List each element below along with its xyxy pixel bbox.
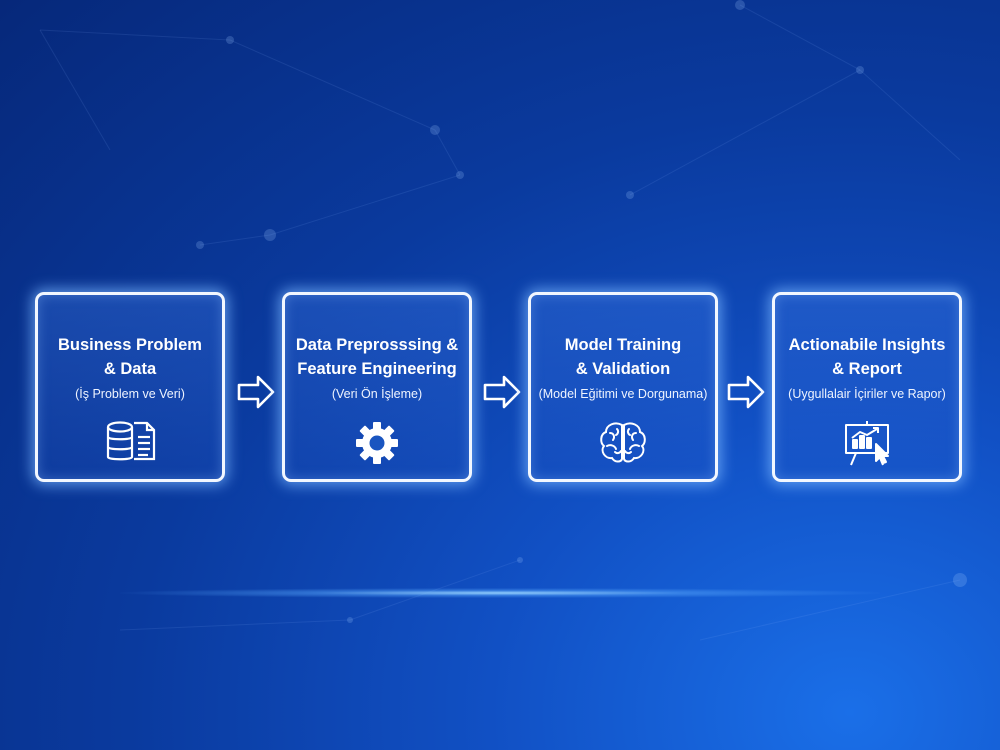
- step-subtitle: (İş Problem ve Veri): [75, 387, 185, 401]
- step-card-business-problem: Business Problem & Data (İş Problem ve V…: [35, 292, 225, 482]
- step-title: Model Training & Validation: [564, 336, 682, 378]
- presentation-chart-icon: [839, 419, 895, 467]
- step-subtitle: (Model Eğitimi ve Dorgunama): [538, 387, 708, 401]
- right-arrow-icon: [237, 375, 275, 409]
- step-card-model-training: Model Training & Validation (Model Eğiti…: [528, 292, 718, 482]
- step-card-actionable-insights: Actionabile Insights & Report (Uygullala…: [772, 292, 962, 482]
- step-title: Business Problem & Data: [58, 336, 202, 378]
- step-title: Actionabile Insights & Report: [788, 336, 946, 378]
- step-subtitle: (Uygullalair İçiriler ve Rapor): [788, 387, 946, 401]
- brain-icon: [595, 419, 651, 467]
- right-arrow-icon: [483, 375, 521, 409]
- step-subtitle: (Veri Ön İşleme): [331, 387, 423, 401]
- step-title: Data Preprosssing & Feature Engineering: [295, 336, 459, 378]
- gear-icon: [349, 419, 405, 467]
- glow-floor-line: [120, 588, 880, 598]
- step-card-data-preprocessing: Data Preprosssing & Feature Engineering …: [282, 292, 472, 482]
- database-document-icon: [102, 419, 158, 467]
- right-arrow-icon: [727, 375, 765, 409]
